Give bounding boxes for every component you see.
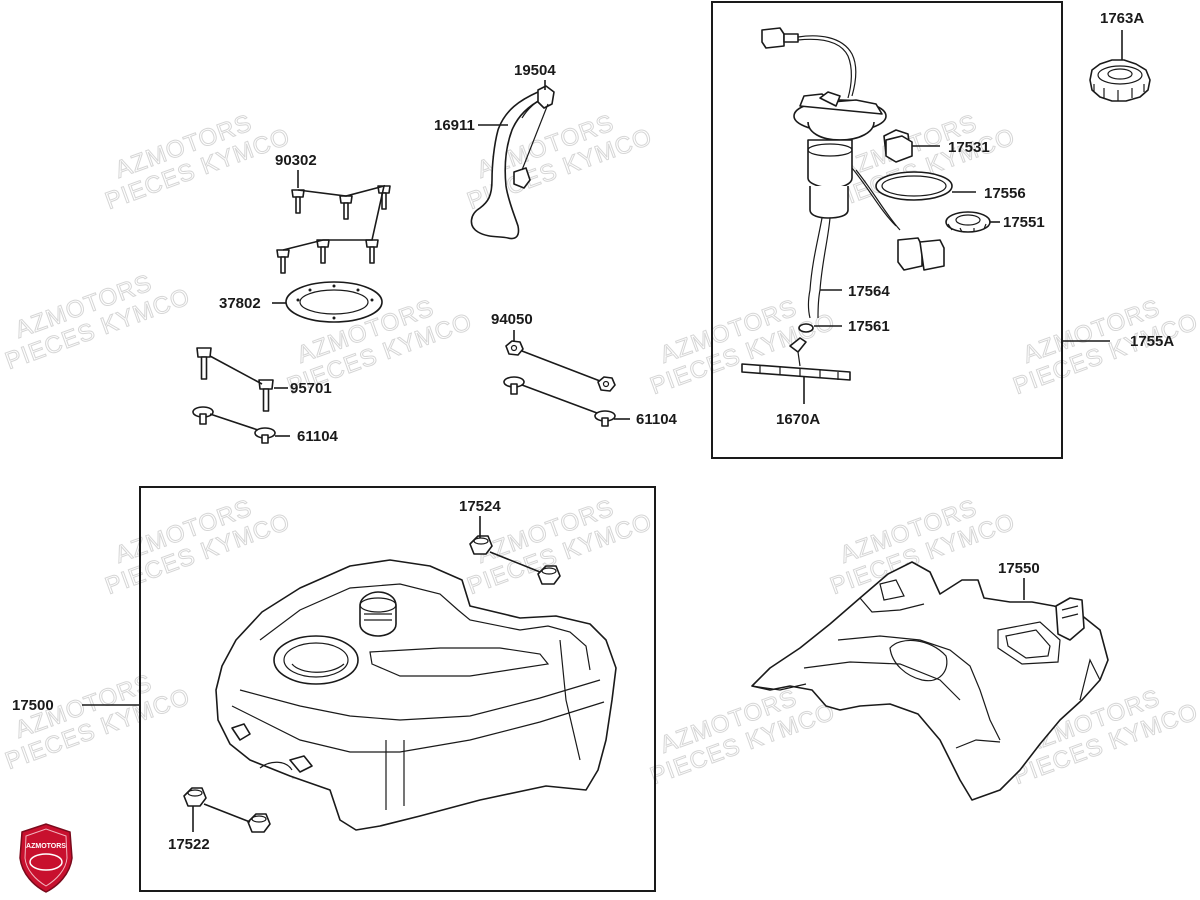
fuel-tank-part[interactable] — [215, 559, 617, 831]
relief-valve-part[interactable] — [885, 135, 913, 163]
part-label-61104-right[interactable]: 61104 — [636, 411, 678, 428]
fuel-tank-frame — [139, 486, 656, 892]
part-label-1670A[interactable]: 1670A — [776, 411, 820, 428]
part-label-17531[interactable]: 17531 — [948, 139, 990, 156]
tank-guard-part[interactable] — [751, 561, 1109, 801]
part-label-17564[interactable]: 17564 — [848, 283, 890, 300]
part-label-1755A[interactable]: 1755A — [1130, 333, 1174, 350]
part-label-17522[interactable]: 17522 — [168, 836, 210, 853]
hose-clamp-part[interactable] — [513, 85, 555, 189]
logo-text: AZMOTORS — [26, 843, 66, 850]
part-label-37802[interactable]: 37802 — [219, 295, 261, 312]
part-label-17500[interactable]: 17500 — [12, 697, 54, 714]
part-label-19504[interactable]: 19504 — [514, 62, 556, 79]
part-label-17556[interactable]: 17556 — [984, 185, 1026, 202]
part-label-16911[interactable]: 16911 — [434, 117, 475, 134]
part-label-17550[interactable]: 17550 — [998, 560, 1040, 577]
fuel-cap-part[interactable] — [1089, 59, 1151, 102]
part-label-1763A[interactable]: 1763A — [1100, 10, 1144, 27]
part-label-17561[interactable]: 17561 — [848, 318, 890, 335]
screw-set-part[interactable] — [276, 184, 391, 274]
part-label-94050[interactable]: 94050 — [491, 311, 533, 328]
fuel-pump-assembly-frame — [711, 1, 1063, 459]
washer-set-right-part[interactable] — [503, 376, 616, 427]
o-ring-part[interactable] — [875, 171, 953, 201]
part-label-61104-left[interactable]: 61104 — [297, 428, 339, 445]
azmotors-logo: AZMOTORS — [19, 823, 73, 893]
tank-rubber-bottom-part[interactable] — [183, 787, 271, 833]
part-label-17551[interactable]: 17551 — [1003, 214, 1045, 231]
part-label-95701[interactable]: 95701 — [290, 380, 332, 397]
gasket-part[interactable] — [285, 281, 383, 323]
washer-set-left-part[interactable] — [192, 406, 276, 444]
tank-rubber-top-part[interactable] — [469, 535, 561, 585]
part-label-90302[interactable]: 90302 — [275, 152, 317, 169]
nut-set-part[interactable] — [505, 340, 616, 392]
bolt-set-part[interactable] — [196, 347, 274, 412]
lock-ring-part[interactable] — [945, 211, 991, 233]
part-label-17524[interactable]: 17524 — [459, 498, 501, 515]
